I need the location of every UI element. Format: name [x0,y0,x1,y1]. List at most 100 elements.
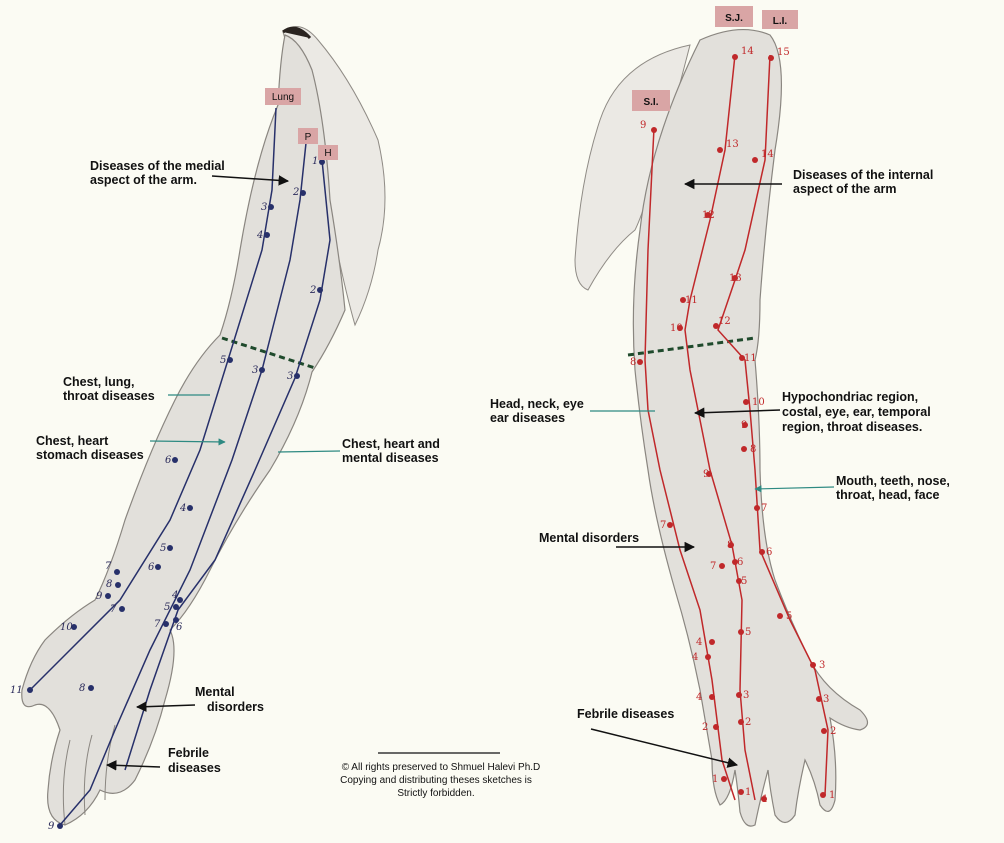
pointer-febrile-right [590,728,739,768]
left-acupoint-dot [173,604,179,610]
right-acupoint-dot [709,694,715,700]
right-acupoint-number: 3 [823,694,829,705]
san-jiao-meridian-line [684,54,756,801]
large-intestine-meridian-line [717,54,829,796]
right-acupoint-number: 5 [745,627,751,638]
right-acupoint-number: 15 [777,47,790,58]
left-acupoint-number: 5 [164,602,170,613]
lung-meridian-line [29,107,277,691]
label-head-neck-1: Head, neck, eye [490,397,584,411]
right-acupoint-number: 9 [703,469,709,480]
right-acupoint-number: 7 [710,561,716,572]
tag-li-box [762,10,798,29]
left-acupoint-number: 1 [312,156,318,167]
pointer-febrile-left [105,760,161,771]
left-acupoint-dot [300,190,306,196]
left-acupoint-dot [268,204,274,210]
tag-si-label: S.I. [643,97,658,108]
right-acupoint-number: 8 [727,540,733,551]
right-acupoint-number: 13 [726,139,739,150]
right-acupoint-dot [754,505,760,511]
tag-h-box [318,145,338,160]
tag-si-box [632,90,670,111]
right-acupoint-dot [721,776,727,782]
tag-si: S.I. [632,90,670,111]
label-hypochondriac-1: Hypochondriac region, [782,390,918,404]
left-acupoint-dot [163,621,169,627]
label-internal-aspect-2: aspect of the arm [793,182,897,196]
left-acupoint-number: 9 [48,821,55,832]
right-acupoint-dot [728,542,734,548]
label-internal-aspect-1: Diseases of the internal [793,168,933,182]
label-chest-heart-2: stomach diseases [36,448,144,462]
left-acupoint-number: 6 [176,622,183,633]
right-acupoint-dot [761,796,767,802]
label-chest-lung-2: throat diseases [63,389,155,403]
left-acupoint-number: 2 [292,187,299,198]
tag-p: P [298,128,318,144]
copyright-line-1: © All rights preserved to Shmuel Halevi … [342,762,541,773]
right-acupoint-number: 2 [745,717,751,728]
left-acupoint-dot [115,582,121,588]
left-acupoint-number: 8 [79,683,85,694]
left-finger-line-2 [83,734,93,816]
right-elbow-band [627,336,756,357]
right-acupoint-dot [667,522,673,528]
heart-meridian-line [124,159,331,771]
pointer-medial-aspect [211,175,290,186]
tag-sj-label: S.J. [725,13,743,24]
left-acupoint-number: 6 [148,562,155,573]
right-acupoint-number: 10 [670,323,683,334]
right-acupoint-dot [739,355,745,361]
label-hypochondriac-2: costal, eye, ear, temporal [782,405,931,419]
right-acupoint-dot [709,639,715,645]
right-acupoint-number: 4 [696,692,702,703]
right-acupoint-dot [742,422,748,428]
label-mental-2: disorders [207,700,264,714]
right-acupoint-number: 5 [786,611,792,622]
left-acupoint-number: 9 [96,591,103,602]
left-acupoint-number: 10 [60,622,73,633]
right-acupoint-dot [821,728,827,734]
right-acupoint-dot [768,55,774,61]
left-acupoint-number: 3 [287,371,293,382]
right-acupoint-dot [738,789,744,795]
left-acupoint-dot [155,564,161,570]
right-acupoint-number: 5 [741,576,747,587]
right-acupoint-number: 12 [702,210,715,221]
right-acupoint-dot [677,325,683,331]
label-mouth-teeth-2: throat, head, face [836,488,940,502]
tag-lung: Lung [265,88,301,105]
right-acupoint-dot [732,559,738,565]
left-acupoint-dot [294,373,300,379]
right-acupoint-dot [637,359,643,365]
left-acupoint-dot [173,617,179,623]
left-arm-body [21,34,346,826]
right-arm-body [632,28,869,827]
left-acupoint-dot [71,624,77,630]
label-head-neck-2: ear diseases [490,411,565,425]
pointer-mouth-teeth [754,485,835,493]
right-acupoint-dot [705,654,711,660]
left-acupoint-dot [167,545,173,551]
right-acupoint-number: 14 [741,46,754,57]
left-acupoint-dot [114,569,120,575]
label-febrile-right: Febrile diseases [577,707,674,721]
left-acupoint-number: 5 [220,355,226,366]
right-acupoint-dot [820,792,826,798]
right-acupoint-dot [732,275,738,281]
right-acupoint-number: 8 [630,357,636,368]
left-acupoint-number: 7 [154,619,161,630]
right-acupoint-dot [759,549,765,555]
right-acupoint-number: 2 [830,726,836,737]
right-acupoint-dot [736,692,742,698]
left-acupoint-dot [57,823,63,829]
left-acupoint-dot [88,685,94,691]
right-acupoint-dot [741,446,747,452]
right-acupoint-dot [816,696,822,702]
right-acupoint-dot [713,323,719,329]
left-acupoint-number: 4 [256,230,263,241]
right-acupoint-dot [651,127,657,133]
